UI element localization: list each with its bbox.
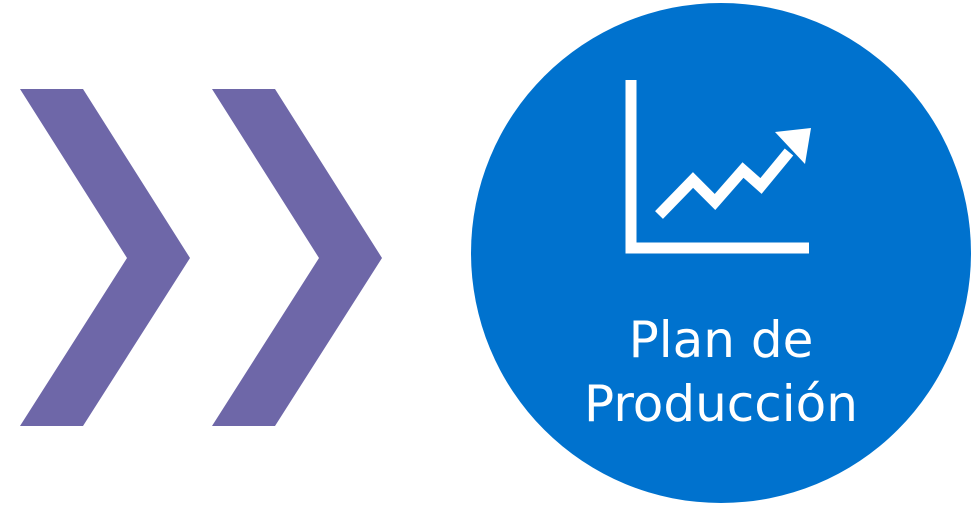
double-chevron-arrow — [20, 89, 382, 426]
chevron-left — [20, 89, 190, 426]
trend-line — [655, 148, 794, 219]
production-plan-label: Plan de Producción — [471, 308, 971, 436]
chart-axes — [625, 80, 809, 254]
trending-up-chart-icon — [625, 80, 811, 254]
trend-arrowhead — [775, 128, 811, 164]
label-line-1: Plan de — [628, 311, 814, 369]
chevron-right — [212, 89, 382, 426]
label-line-2: Producción — [584, 375, 858, 433]
